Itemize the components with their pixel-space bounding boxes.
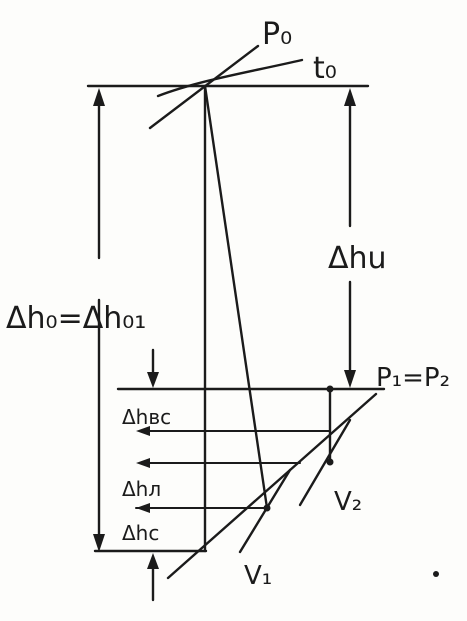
t0-label: t₀ [313,51,337,86]
v1-label: V₁ [244,561,272,591]
dhu-arrow-head-bottom [344,370,356,388]
t0-isotherm [156,58,304,98]
real-expansion-line [203,84,269,510]
dh0-label: Δh₀=Δh₀₁ [6,301,146,336]
dhu-label: Δhu [328,241,387,276]
hl-arrow-head [136,426,150,436]
v2-label: V₂ [334,487,362,517]
hc-arrow-head [147,553,159,569]
hbc-arrow-head [147,372,159,388]
v2-isochore [298,418,352,507]
state-point-v2 [326,458,334,466]
dh-bc-label: Δhвс [122,405,171,429]
v1-isochore [238,468,292,554]
stray-dot [433,571,439,577]
state-point-top [326,385,334,393]
dh0-arrow-head-top [93,88,105,106]
p1-p2-isobar [166,392,378,580]
hc-lower-arrow-head [136,503,150,513]
p0-label: P₀ [262,17,292,52]
dhu-arrow-head-top [344,88,356,106]
dh0-arrow-head-bottom [93,534,105,552]
p1-p2-label: P₁=P₂ [376,363,450,393]
dh-c-label: Δhс [122,521,159,545]
dh-l-label: Δhл [122,477,161,501]
hc-level-arrow-head [136,458,150,468]
